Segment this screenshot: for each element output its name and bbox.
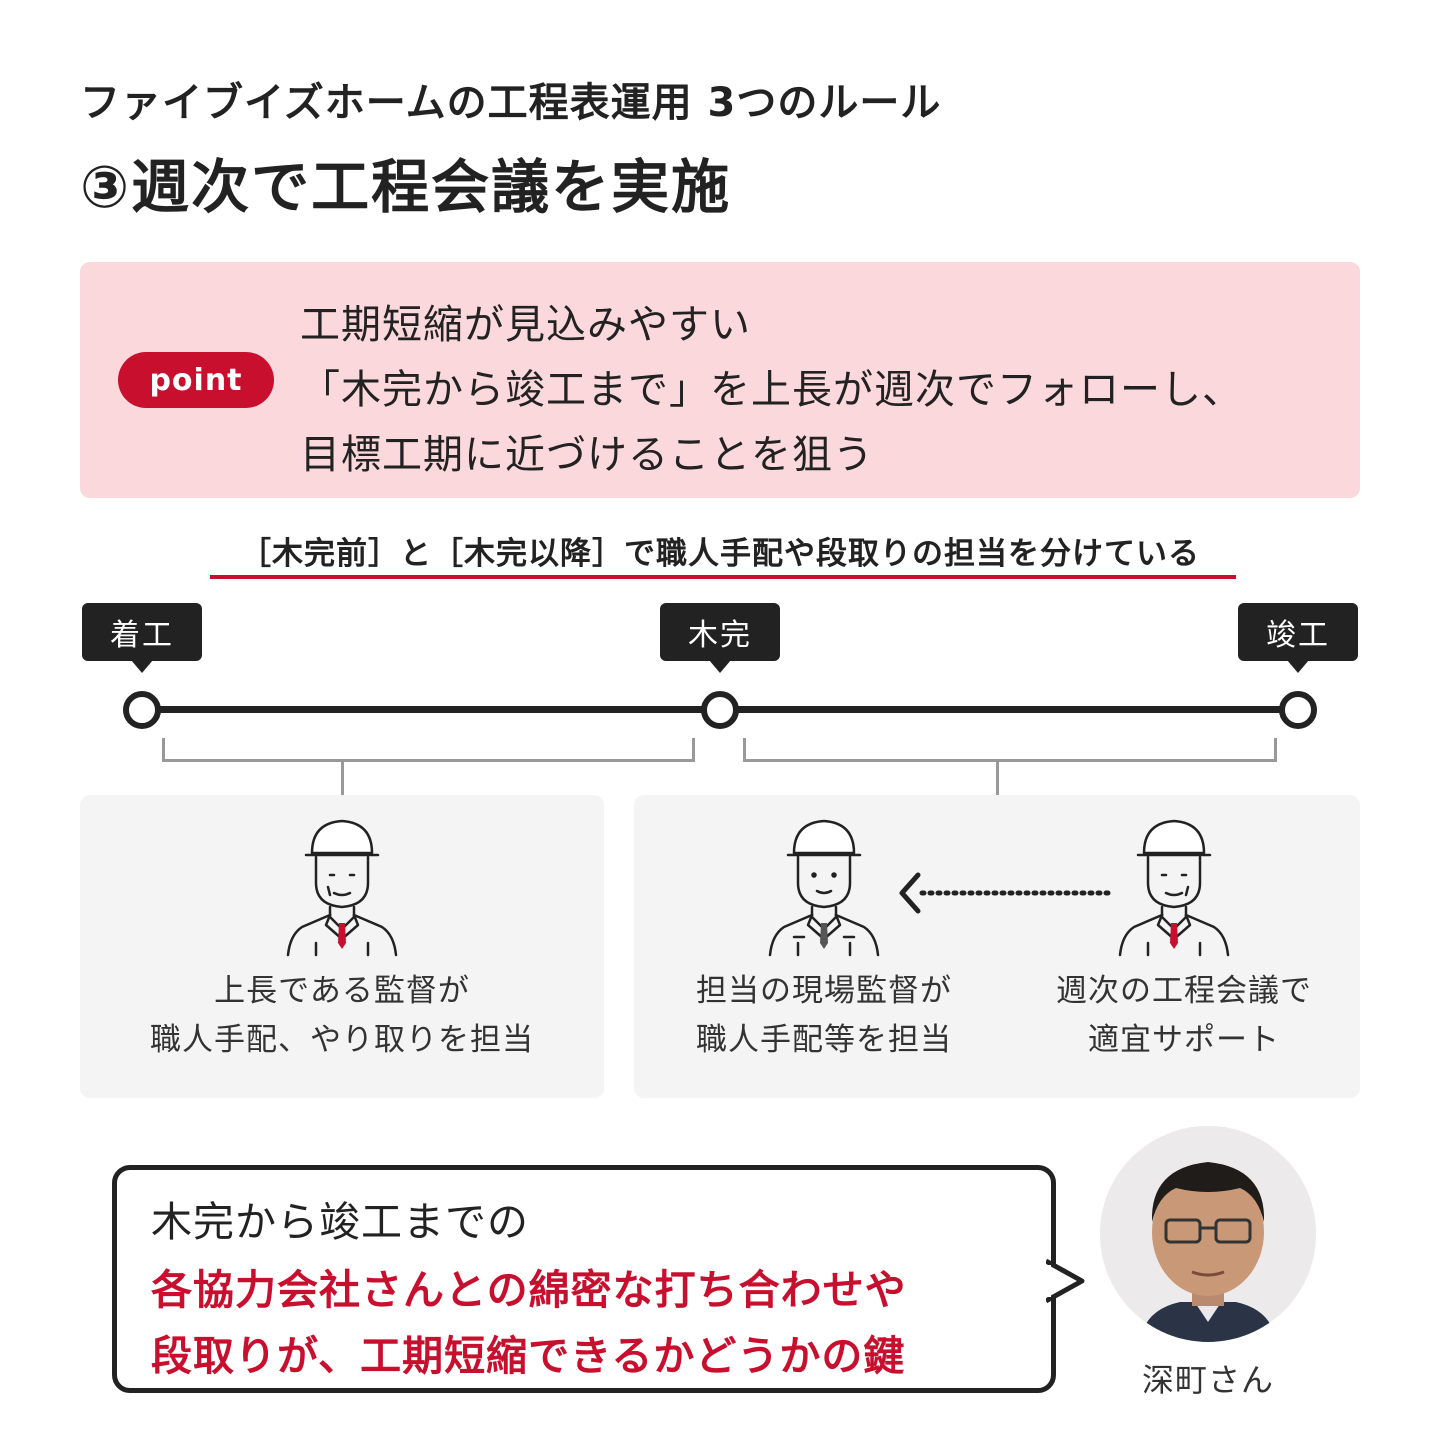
heading-underline bbox=[210, 575, 1236, 579]
bubble-tail bbox=[1046, 1258, 1085, 1304]
milestone-tag-start: 着工 bbox=[82, 603, 202, 661]
caption-line: 上長である監督が bbox=[214, 973, 470, 1009]
point-text-line: 「木完から竣工まで」を上長が週次でフォローし、 bbox=[300, 367, 1243, 413]
point-text-line: 工期短縮が見込みやすい bbox=[300, 302, 751, 348]
bracket-stem-right bbox=[996, 762, 999, 796]
milestone-tag-mid: 木完 bbox=[660, 603, 780, 661]
caption-line: 職人手配、やり取りを担当 bbox=[150, 1022, 534, 1058]
timeline-node-start bbox=[123, 691, 161, 729]
page-title: ③週次で工程会議を実施 bbox=[80, 153, 732, 221]
quote-bubble: 木完から竣工までの 各協力会社さんとの綿密な打ち合わせや 段取りが、工期短縮でき… bbox=[112, 1165, 1056, 1393]
bracket-right bbox=[743, 738, 1277, 762]
person-photo-avatar bbox=[1100, 1126, 1316, 1342]
point-box: point 工期短縮が見込みやすい 「木完から竣工まで」を上長が週次でフォローし… bbox=[80, 262, 1360, 498]
caption-line: 週次の工程会議で bbox=[1056, 973, 1312, 1009]
bracket-stem-left bbox=[341, 762, 344, 796]
milestone-tag-end: 竣工 bbox=[1238, 603, 1358, 661]
caption-weekly-meeting: 週次の工程会議で 適宜サポート bbox=[1008, 967, 1360, 1065]
caption-before-mokkan: 上長である監督が 職人手配、やり取りを担当 bbox=[80, 967, 604, 1065]
bracket-left bbox=[162, 738, 695, 762]
caption-line: 担当の現場監督が bbox=[696, 973, 952, 1009]
worker-supervisor-icon bbox=[1118, 819, 1230, 957]
quote-line-emphasis: 段取りが、工期短縮できるかどうかの鍵 bbox=[151, 1332, 906, 1380]
timeline-node-end bbox=[1279, 691, 1317, 729]
timeline-node-mid bbox=[701, 691, 739, 729]
caption-line: 適宜サポート bbox=[1088, 1022, 1280, 1058]
worker-site-manager-icon bbox=[768, 819, 880, 957]
point-badge: point bbox=[118, 352, 274, 408]
point-text-line: 目標工期に近づけることを狙う bbox=[300, 432, 874, 478]
quote-line-emphasis: 各協力会社さんとの綿密な打ち合わせや bbox=[151, 1266, 907, 1314]
dotted-arrow-left-icon bbox=[899, 872, 1112, 914]
worker-supervisor-icon bbox=[286, 819, 398, 957]
quote-line: 木完から竣工までの bbox=[151, 1198, 529, 1246]
panel-after-mokkan: 担当の現場監督が 職人手配等を担当 週次の工程会議で 適宜サポート bbox=[634, 795, 1360, 1098]
caption-line: 職人手配等を担当 bbox=[696, 1022, 952, 1058]
section-heading: ［木完前］と［木完以降］で職人手配や段取りの担当を分けている bbox=[240, 536, 1200, 572]
speaker-name: 深町さん bbox=[1141, 1361, 1274, 1399]
panel-before-mokkan: 上長である監督が 職人手配、やり取りを担当 bbox=[80, 795, 604, 1098]
page-subtitle: ファイブイズホームの工程表運用 3つのルール bbox=[80, 80, 942, 126]
caption-site-manager: 担当の現場監督が 職人手配等を担当 bbox=[634, 967, 1014, 1065]
